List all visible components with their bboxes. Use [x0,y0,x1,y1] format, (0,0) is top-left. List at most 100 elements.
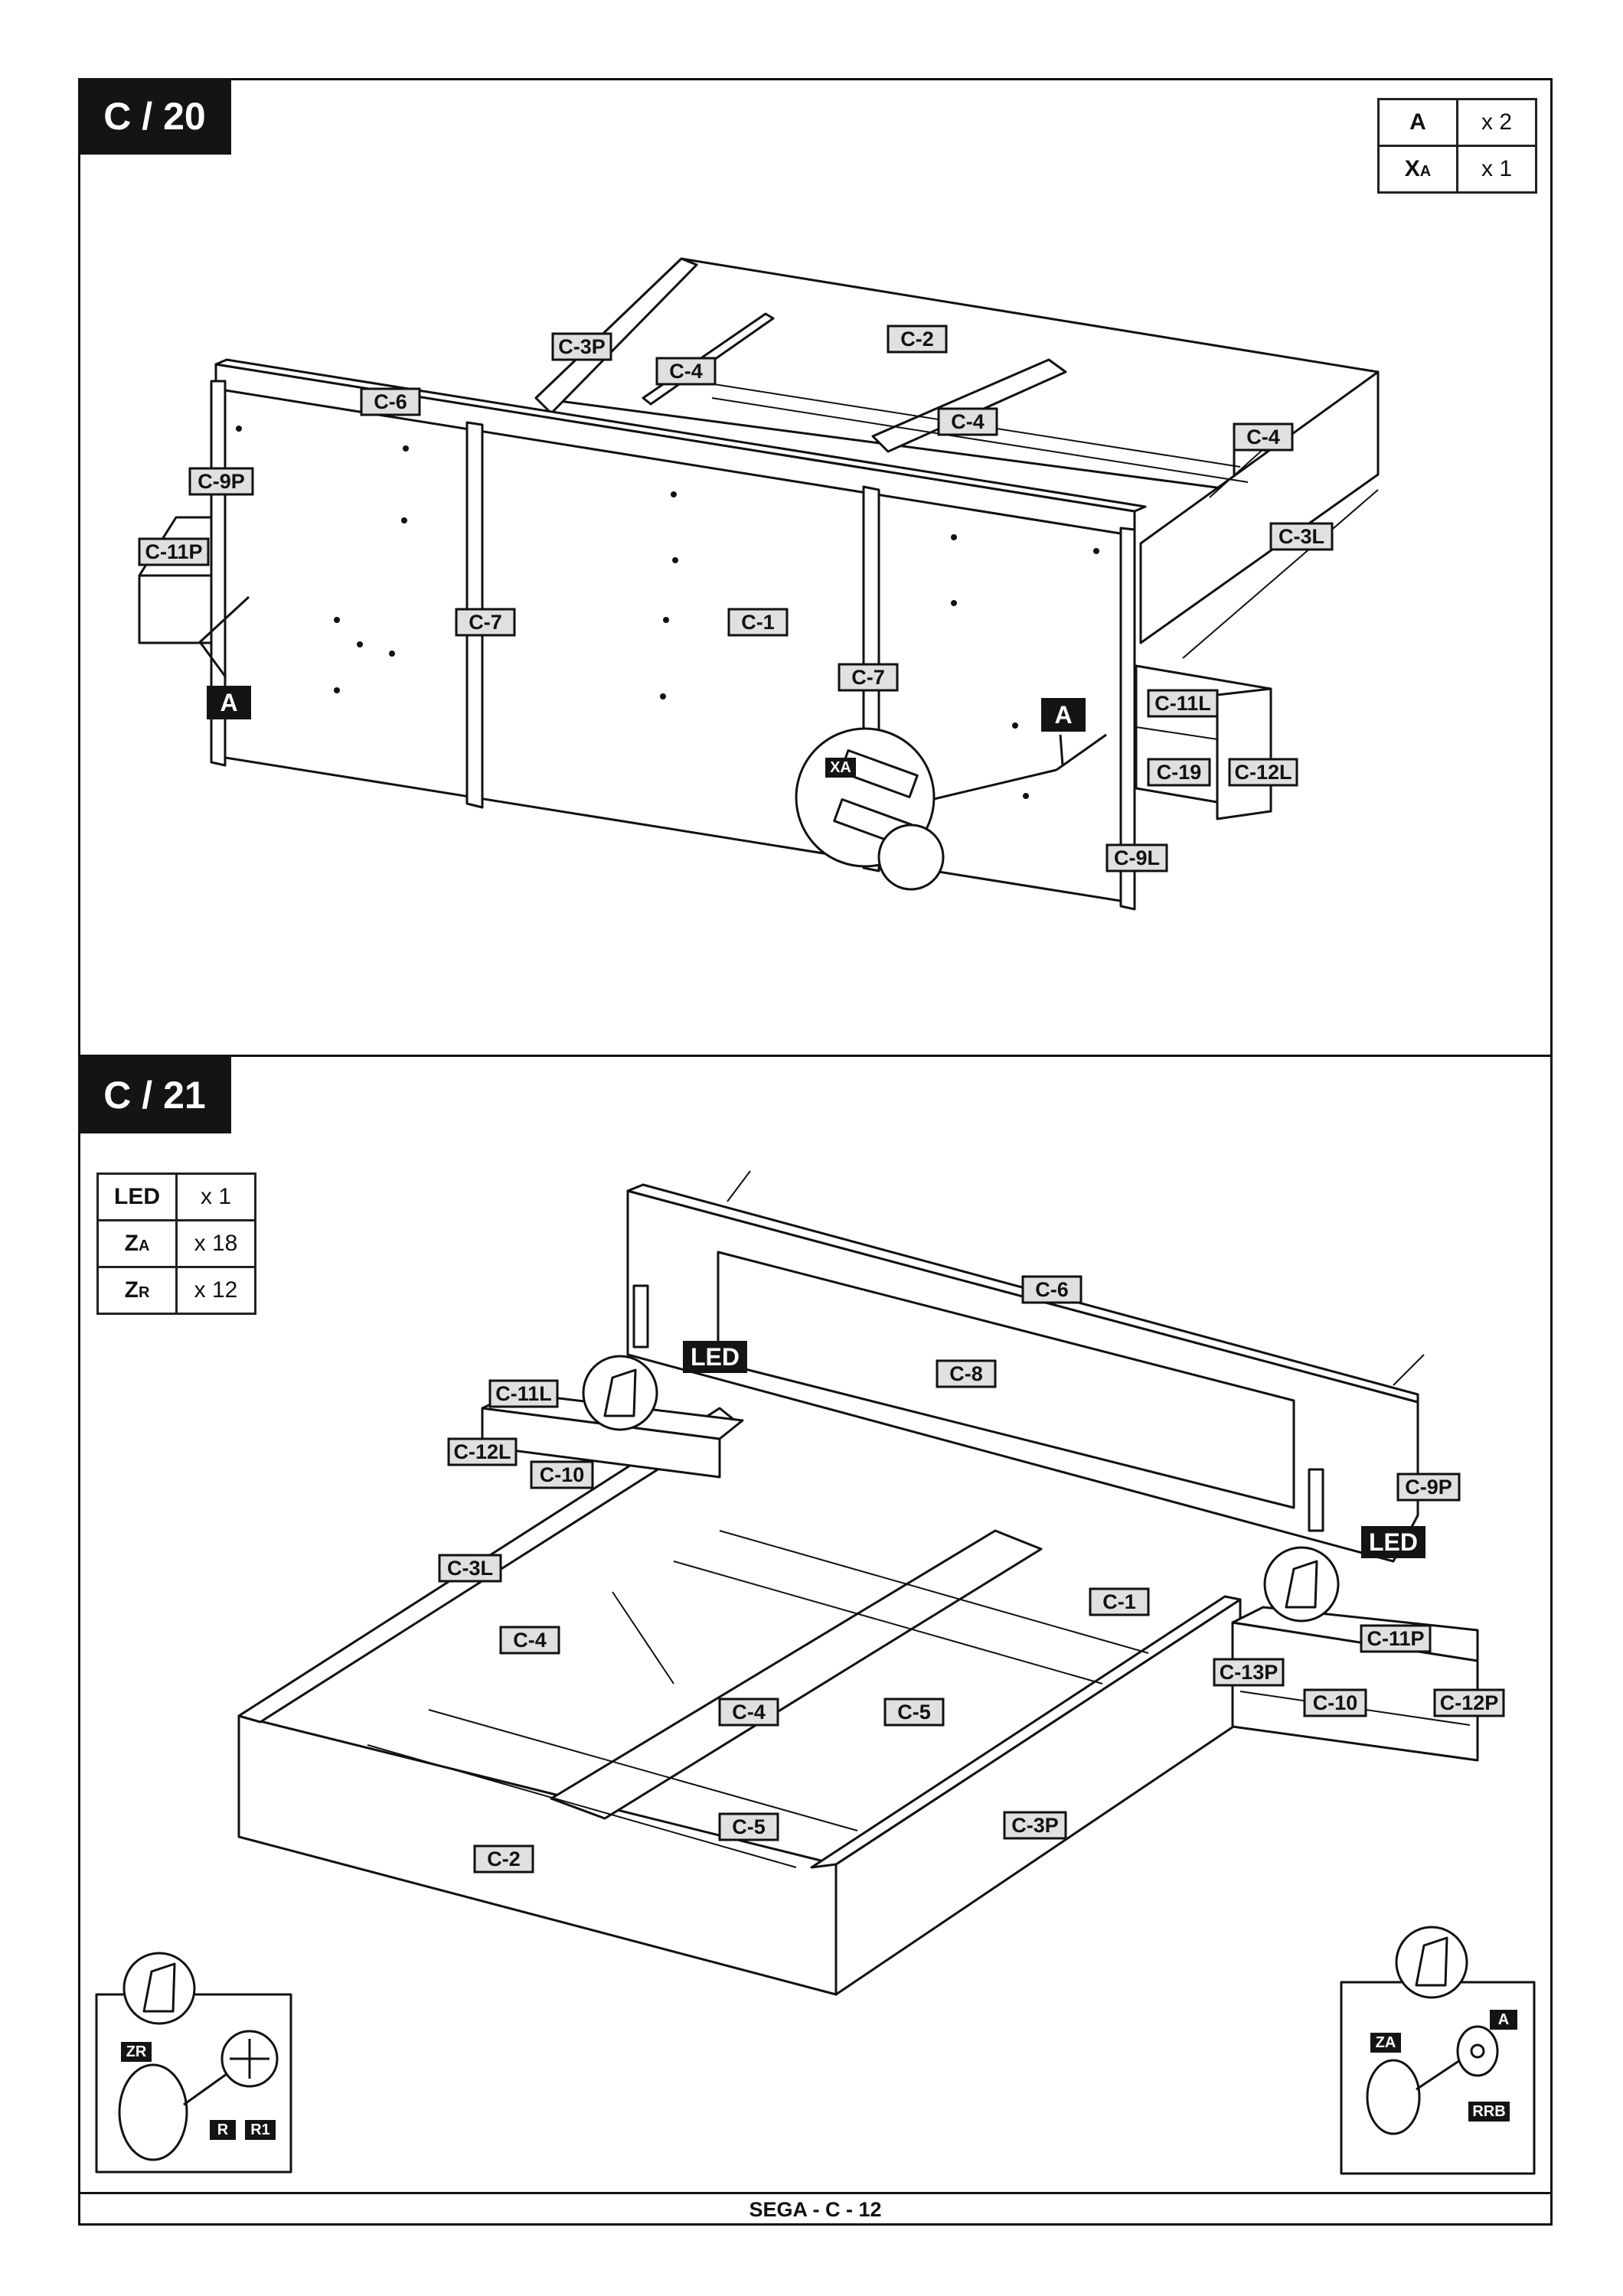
svg-text:C-4: C-4 [732,1701,766,1724]
step-badge-21: C / 21 [78,1057,231,1133]
parts-row: LED x 1 [96,1172,256,1221]
svg-text:A: A [1054,701,1072,729]
part-label-c-12l: C-12L [1228,758,1298,787]
step-badge-20: C / 20 [78,78,231,155]
part-label-c-12l: C-12L [447,1437,518,1466]
svg-text:C-1: C-1 [1102,1590,1136,1613]
svg-text:A: A [1498,2011,1509,2028]
svg-text:C-4: C-4 [513,1629,547,1652]
part-label-c-13p: C-13P [1213,1658,1285,1687]
parts-row: ZR x 12 [96,1266,256,1315]
part-label-c-10: C-10 [1303,1688,1367,1717]
step-20-bed-frame [138,257,1380,911]
part-label-c-8: C-8 [936,1359,997,1388]
svg-text:C-5: C-5 [897,1701,931,1724]
drill-holes [236,426,1099,799]
part-label-c-3p: C-3P [1003,1811,1067,1840]
svg-text:RRB: RRB [1472,2103,1505,2120]
part-label-c-4: C-4 [718,1698,779,1727]
screw-left [198,595,250,644]
part-label-c-11l: C-11L [488,1379,559,1408]
part-label-c-7: C-7 [455,608,516,637]
svg-text:C-11P: C-11P [145,540,202,563]
svg-text:C-11P: C-11P [1367,1627,1424,1650]
part-label-c-3l: C-3L [1269,522,1334,551]
svg-text:C-9L: C-9L [1114,846,1160,869]
svg-text:C-2: C-2 [900,328,934,351]
svg-text:ZR: ZR [126,2043,147,2060]
top-rail-top [214,358,1147,513]
page-footer: SEGA - C - 12 [749,2198,882,2221]
part-label-c-4: C-4 [937,407,998,436]
part-label-c-6: C-6 [1021,1275,1083,1304]
hardware-marker-rrb: RRB [1468,2102,1510,2122]
side-rail-c-3p [834,1598,1242,1996]
svg-text:A: A [220,689,237,716]
svg-text:LED: LED [1369,1528,1418,1556]
footer-divider [78,2192,1553,2194]
svg-text:C-3L: C-3L [447,1557,493,1580]
svg-text:C-11L: C-11L [1154,692,1211,715]
part-code: ZA [96,1219,178,1268]
part-label-c-19: C-19 [1147,758,1211,787]
hardware-marker-zr: ZR [121,2042,152,2062]
step-divider [78,1055,1553,1057]
part-code: LED [96,1172,178,1221]
page-frame [78,78,1553,2226]
svg-text:C-8: C-8 [949,1362,983,1385]
part-label-c-7: C-7 [838,663,899,692]
hardware-marker-za: ZA [1370,2033,1401,2053]
hardware-marker-a: A [207,686,251,719]
svg-text:C-9P: C-9P [1405,1476,1452,1499]
hardware-marker-a: A [1041,698,1086,732]
post-right [1119,527,1136,911]
knob-icon [1366,2059,1421,2135]
step-21-bed-assembled [237,1170,1479,1996]
detail-circle-cam [877,823,945,891]
svg-text:C-7: C-7 [469,611,502,634]
part-code: A [1377,98,1458,147]
nightstand-right-side [1216,687,1272,820]
center-beam-c-4 [550,1529,1043,1820]
part-label-c-4: C-4 [1233,422,1294,452]
led-marker: LED [1361,1526,1425,1558]
part-code: XA [1377,145,1458,194]
hardware-marker-xa: XA [825,758,856,778]
svg-text:C-12L: C-12L [1234,761,1292,784]
part-label-c-11p: C-11P [1360,1624,1432,1653]
part-label-c-1: C-1 [1089,1587,1150,1616]
part-label-c-2: C-2 [887,325,948,354]
part-label-c-3l: C-3L [438,1554,502,1583]
svg-text:C-6: C-6 [1035,1278,1069,1301]
detail-box-knob-right [1340,1926,1536,2175]
part-label-c-6: C-6 [360,387,421,416]
svg-text:C-3P: C-3P [558,335,606,358]
detail-box-knob-left [95,1952,292,2174]
part-label-c-10: C-10 [530,1460,594,1489]
svg-text:C-3L: C-3L [1278,525,1324,548]
svg-text:C-12L: C-12L [453,1440,511,1463]
svg-text:C-4: C-4 [951,410,985,433]
part-qty: x 2 [1456,98,1537,147]
hardware-marker-a: A [1490,2010,1517,2030]
upholstered-panel [717,1251,1295,1509]
part-qty: x 1 [1456,145,1537,194]
footboard-c-2 [237,1714,838,1996]
svg-text:C-13P: C-13P [1220,1661,1278,1684]
svg-text:C-19: C-19 [1157,761,1202,784]
svg-text:R1: R1 [250,2122,270,2138]
screw-right [1056,733,1107,771]
part-qty: x 1 [175,1172,256,1221]
svg-text:C-9P: C-9P [198,470,245,493]
svg-text:C-4: C-4 [1246,426,1280,448]
svg-text:LED: LED [691,1343,740,1371]
svg-text:C-2: C-2 [487,1848,521,1870]
svg-text:C-7: C-7 [851,666,885,689]
parts-row: A x 2 [1377,98,1537,147]
svg-text:C-3P: C-3P [1011,1814,1059,1837]
svg-text:C-10: C-10 [1313,1691,1358,1714]
bracket-icon [122,1952,196,2025]
bracket-icon [1395,1926,1468,1999]
part-label-c-9l: C-9L [1105,843,1168,872]
